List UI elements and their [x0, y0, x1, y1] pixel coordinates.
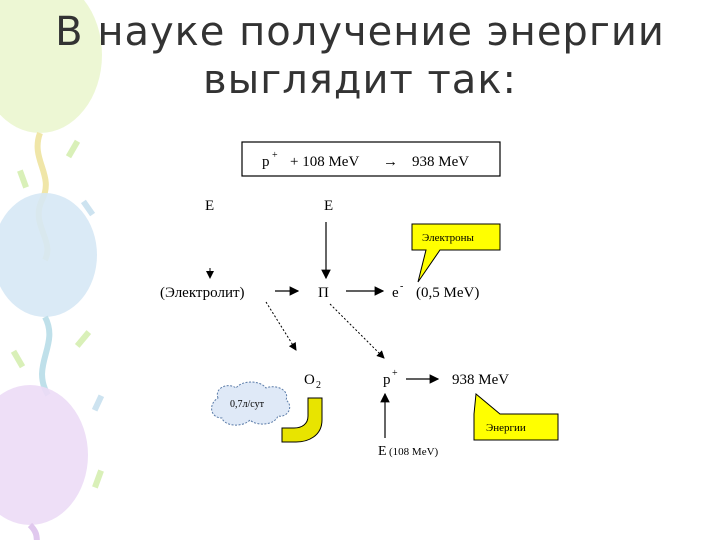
equation-p: p	[262, 154, 270, 170]
equation-arrow: →	[383, 154, 398, 170]
label-o2: O	[304, 372, 315, 388]
label-e-left: E	[205, 198, 214, 214]
callout-energy-text: Энергии	[486, 422, 526, 434]
confetti-decoration	[10, 139, 104, 489]
label-proton: p	[383, 372, 391, 388]
label-e-bottom: E	[378, 444, 387, 459]
callout-electrons: Электроны	[411, 223, 501, 283]
label-o2-sub: 2	[316, 380, 321, 391]
equation-result: 938 MeV	[412, 154, 469, 170]
label-electron-energy: (0,5 MeV)	[416, 285, 479, 301]
label-pi: П	[318, 285, 329, 301]
label-electron-sup: -	[400, 281, 403, 292]
callout-electrons-text: Электроны	[422, 232, 475, 244]
label-electrolyte: (Электролит)	[160, 285, 245, 301]
pipe-shape	[281, 397, 323, 443]
balloon-blue-decoration	[0, 193, 97, 397]
equation-p-sup: +	[272, 150, 278, 161]
arrow-pi-to-proton	[329, 303, 385, 359]
cloud-text: 0,7л/сут	[230, 399, 265, 410]
label-proton-energy: 938 MeV	[452, 372, 509, 388]
balloon-purple-decoration	[0, 385, 88, 540]
equation-box: p + + 108 MeV → 938 MeV	[241, 141, 501, 177]
callout-energy: Энергии	[473, 393, 559, 441]
confetti-decoration-blue	[80, 199, 105, 412]
page-title-line-2: выглядит так:	[203, 57, 517, 103]
page-title-line-1: В науке получение энергии	[55, 9, 665, 55]
label-electron: e	[392, 285, 399, 301]
arrow-electrolyte-to-o2	[265, 301, 297, 351]
page-title: В науке получение энергии выглядит так:	[20, 8, 700, 104]
label-proton-sup: +	[392, 368, 398, 379]
equation-input-energy: + 108 MeV	[290, 154, 359, 170]
cloud-callout: 0,7л/сут	[211, 381, 291, 426]
label-e-bottom-value: (108 MeV)	[389, 446, 439, 458]
label-e-top: E	[324, 198, 333, 214]
